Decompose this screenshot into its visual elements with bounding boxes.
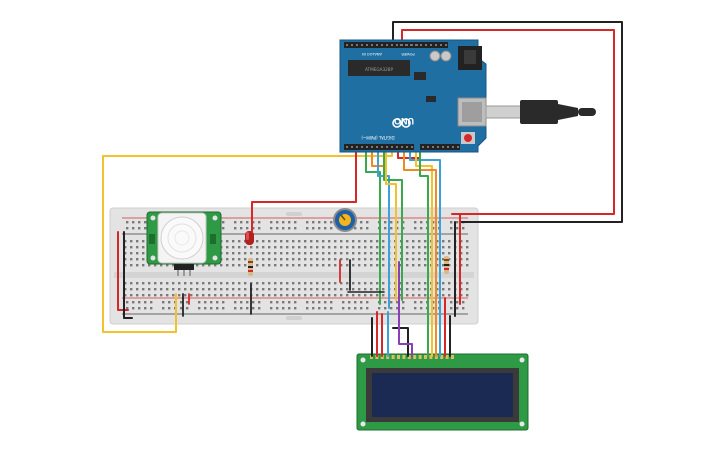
- dc-jack-icon: [458, 46, 482, 70]
- atmega-chip: [348, 60, 410, 76]
- lcd-header-pins: [370, 355, 454, 359]
- resistor-lcd[interactable]: [444, 256, 449, 274]
- wire-yellow-d7: [415, 147, 433, 301]
- lcd-16x2-display[interactable]: [356, 353, 529, 431]
- breadboard-holes: [124, 221, 469, 310]
- led-red[interactable]: [245, 231, 254, 245]
- digital-header-label: DIGITAL (PWM~): [361, 135, 395, 140]
- wire-red-power: [401, 29, 615, 215]
- power-header-label: POWER: [401, 52, 415, 56]
- potentiometer[interactable]: [333, 208, 357, 232]
- pir-motion-sensor[interactable]: [146, 211, 222, 276]
- wire-black-lcd5: [392, 327, 409, 357]
- wire-green-d4: [383, 147, 403, 301]
- wire-yellow-d10: [385, 147, 397, 301]
- board-model-label: UNO: [394, 116, 414, 126]
- wire-blue-d6: [409, 147, 441, 301]
- wire-red-led: [251, 149, 357, 233]
- chip-label: ATMEGA328P: [365, 67, 393, 72]
- wire-black-power: [392, 21, 623, 223]
- reset-button-icon[interactable]: [461, 132, 475, 144]
- pir-dome-icon: [160, 216, 204, 260]
- analog-header-label: ANALOG IN: [362, 52, 382, 56]
- arduino-uno-board[interactable]: ATMEGA328P UNO DIGITAL (PWM: [339, 39, 487, 153]
- wire-green-d1: [365, 147, 381, 305]
- wire-purple-lcd6: [398, 261, 413, 357]
- resistor-led[interactable]: [248, 258, 253, 276]
- usb-connector-icon: [457, 97, 487, 127]
- usb-cable: [485, 100, 596, 124]
- wire-green-d9: [419, 147, 429, 301]
- arduino-logo-icon: [392, 118, 411, 128]
- wire-yellow-pir: [102, 147, 393, 333]
- wires: [102, 21, 623, 357]
- wire-black-rail-left: [123, 231, 133, 319]
- lcd-screen: [372, 373, 513, 417]
